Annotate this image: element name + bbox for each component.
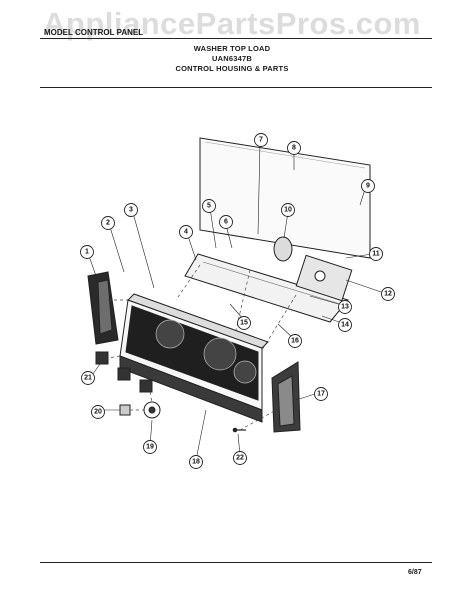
- callout-14: 14: [341, 322, 349, 329]
- callout-13: 13: [341, 304, 349, 311]
- rear-panel: [199, 137, 371, 259]
- switch-part: [273, 236, 293, 262]
- callout-2: 2: [106, 220, 110, 227]
- callout-16: 16: [291, 338, 299, 345]
- callout-group: [80, 133, 395, 469]
- callout-19: 19: [146, 444, 154, 451]
- model-line: MODEL CONTROL PANEL: [44, 28, 144, 37]
- callout-8: 8: [292, 145, 296, 152]
- callout-7: 7: [259, 137, 263, 144]
- callout-10: 10: [284, 207, 292, 214]
- footer-rule: [40, 562, 432, 563]
- callout-6: 6: [224, 219, 228, 226]
- callout-18: 18: [192, 459, 200, 466]
- callout-4: 4: [184, 229, 188, 236]
- knob-cap: [119, 404, 131, 416]
- knob-a: [95, 351, 109, 365]
- watermark-logo: AppliancePartsPros.com: [43, 6, 421, 41]
- knob-c: [139, 379, 153, 393]
- callout-11: 11: [372, 251, 380, 258]
- title-rule: [40, 87, 432, 88]
- callout-21: 21: [84, 375, 92, 382]
- title-line-3: CONTROL HOUSING & PARTS: [175, 64, 289, 73]
- callout-12: 12: [384, 291, 392, 298]
- revision-date: 6/87: [408, 569, 422, 576]
- callout-15: 15: [240, 320, 248, 327]
- title-line-2: UAN6347B: [212, 54, 252, 63]
- callout-5: 5: [207, 203, 211, 210]
- callout-3: 3: [129, 207, 133, 214]
- callout-22: 22: [236, 455, 244, 462]
- callout-9: 9: [366, 183, 370, 190]
- header-rule: [40, 38, 432, 39]
- title-line-1: WASHER TOP LOAD: [193, 44, 271, 53]
- console-lower-strip: [119, 355, 263, 423]
- callout-20: 20: [94, 409, 102, 416]
- callout-17: 17: [317, 391, 325, 398]
- callout-1: 1: [85, 249, 89, 256]
- console-top-lip: [127, 293, 269, 349]
- knob-b: [117, 367, 131, 381]
